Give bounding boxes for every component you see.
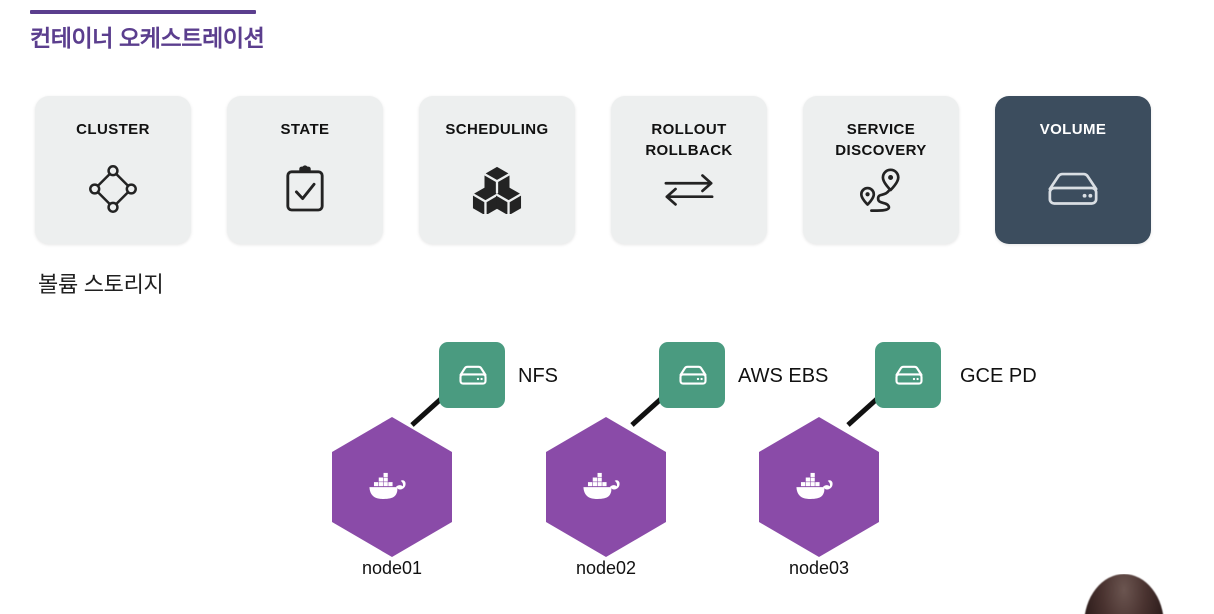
storage-node-gce-pd: GCE PD (875, 342, 1037, 408)
docker-whale-icon (369, 472, 406, 499)
storage-label: AWS EBS (738, 365, 828, 387)
title-block: 컨테이너 오케스트레이션 (30, 10, 430, 51)
node-hexagon-node01: node01 (332, 417, 452, 578)
topic-card-rollout-rollback[interactable]: ROLLOUT ROLLBACK (611, 96, 767, 244)
topic-card-label: SERVICE DISCOVERY (835, 121, 927, 160)
node-label: node02 (576, 558, 636, 578)
node-hexagon-node02: node02 (546, 417, 666, 578)
hexagon-shape (546, 417, 666, 557)
docker-whale-icon (583, 472, 620, 499)
topic-card-label: VOLUME (1039, 121, 1107, 138)
hexagon-shape (332, 417, 452, 557)
clipboard-check-icon (277, 164, 333, 214)
connector-node01-nfs (410, 396, 444, 427)
topic-card-label: ROLLOUT ROLLBACK (645, 121, 733, 160)
swap-arrows-icon (661, 164, 717, 214)
storage-node-aws-ebs: AWS EBS (659, 342, 828, 408)
disk-drive-icon (1045, 164, 1101, 214)
connector-node02-aws-ebs (630, 396, 664, 427)
topic-card-service-discovery[interactable]: SERVICE DISCOVERY (803, 96, 959, 244)
title-accent-rule (30, 10, 256, 14)
cluster-topology-icon (85, 164, 141, 214)
node-hexagon-node03: node03 (759, 417, 879, 578)
disk-drive-icon (679, 365, 707, 385)
topic-card-state[interactable]: STATE (227, 96, 383, 244)
section-heading: 볼륨 스토리지 (38, 272, 164, 297)
topic-card-label: SCHEDULING (445, 121, 549, 138)
stacked-cubes-icon (469, 164, 525, 214)
topic-card-scheduling[interactable]: SCHEDULING (419, 96, 575, 244)
storage-label: NFS (518, 365, 558, 387)
route-pins-icon (853, 164, 909, 214)
connector-lines (410, 396, 880, 427)
page-title: 컨테이너 오케스트레이션 (30, 25, 265, 51)
node-label: node01 (362, 558, 422, 578)
disk-drive-icon (895, 365, 923, 385)
docker-whale-icon (796, 472, 833, 499)
volume-storage-diagram: NFS AWS EBS GCE PD (0, 320, 1214, 598)
disk-drive-icon (459, 365, 487, 385)
storage-label: GCE PD (960, 365, 1037, 387)
topic-card-volume[interactable]: VOLUME (995, 96, 1151, 244)
node-label: node03 (789, 558, 849, 578)
connector-node03-gce-pd (846, 396, 880, 427)
hexagon-shape (759, 417, 879, 557)
topic-card-label: CLUSTER (76, 121, 150, 138)
topic-card-label: STATE (280, 121, 330, 138)
topic-card-row: CLUSTER STATE SCHEDULING (35, 96, 1151, 244)
storage-node-nfs: NFS (439, 342, 558, 408)
topic-card-cluster[interactable]: CLUSTER (35, 96, 191, 244)
